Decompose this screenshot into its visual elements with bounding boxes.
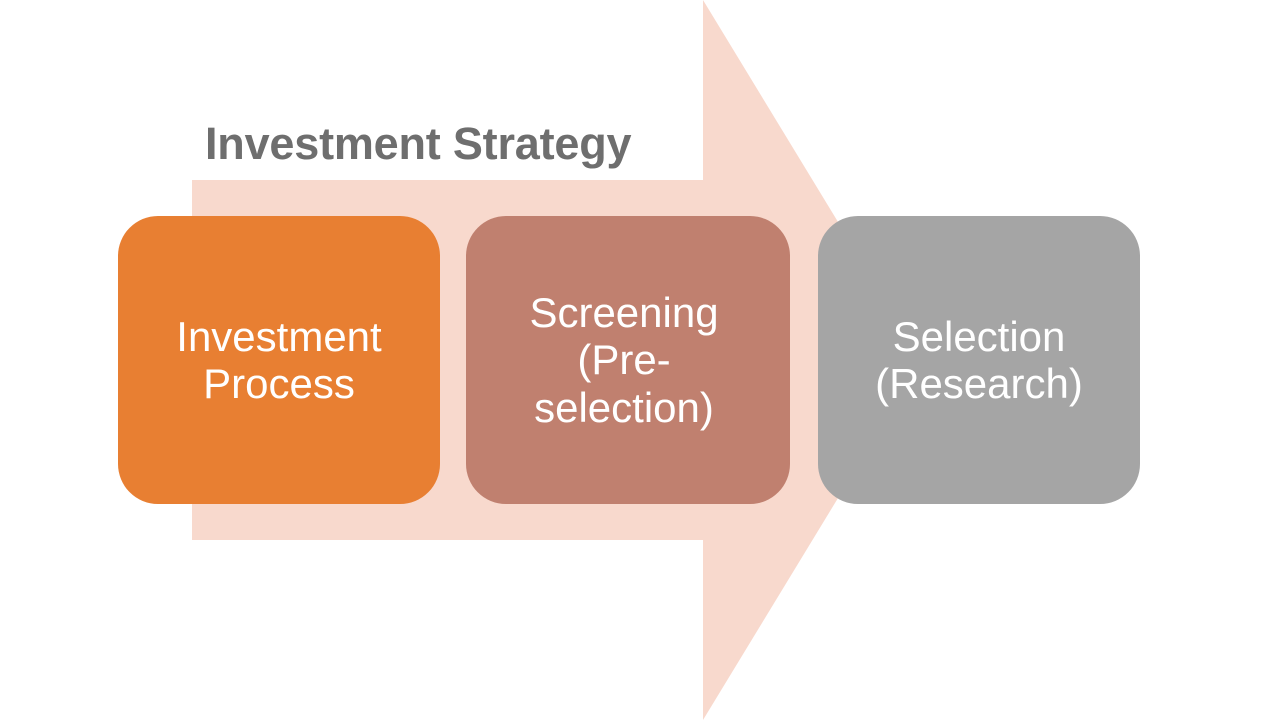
step-box-screening-pre-selection[interactable]: Screening (Pre- selection) [466,216,790,504]
step-box-investment-process[interactable]: Investment Process [118,216,440,504]
step-label-selection-research: Selection (Research) [875,312,1083,407]
step-box-selection-research[interactable]: Selection (Research) [818,216,1140,504]
step-label-screening-pre-selection: Screening (Pre- selection) [529,288,719,431]
step-label-investment-process: Investment Process [176,312,382,407]
page-title: Investment Strategy [205,118,632,169]
title-backdrop [193,104,703,180]
